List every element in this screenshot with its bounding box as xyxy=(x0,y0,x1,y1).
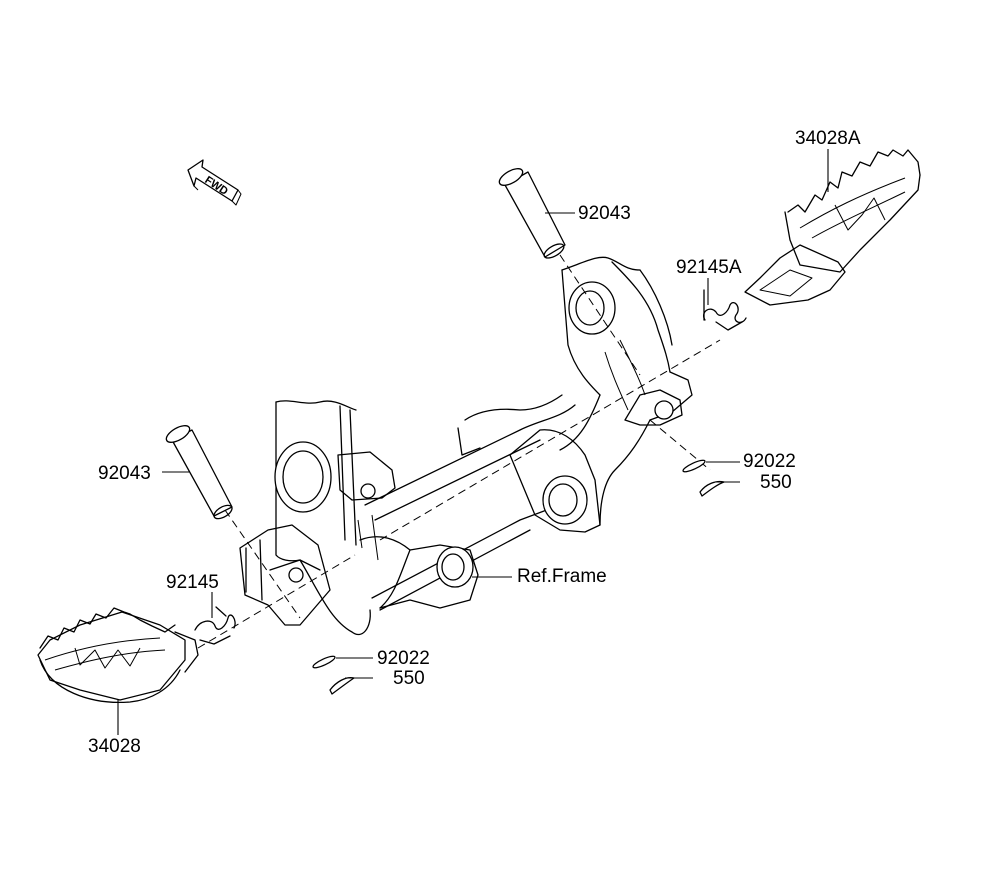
pin-lower xyxy=(165,425,233,520)
callout-92043-lower: 92043 xyxy=(98,463,151,484)
callout-92145A: 92145A xyxy=(676,257,742,278)
washer-right xyxy=(682,459,706,473)
leader-lines xyxy=(117,149,829,735)
spring-left xyxy=(194,606,236,645)
callout-34028: 34028 xyxy=(88,736,141,757)
washer-left xyxy=(312,655,336,669)
fwd-arrow-icon: FWD xyxy=(187,159,242,206)
cotter-pin-right xyxy=(699,480,725,497)
callout-550-right: 550 xyxy=(760,472,792,493)
pin-upper xyxy=(498,168,566,259)
footpeg-left xyxy=(37,607,199,704)
frame-bosses xyxy=(274,281,674,588)
spring-right xyxy=(703,289,747,331)
callout-92022-left: 92022 xyxy=(377,648,430,669)
callout-ref-frame: Ref.Frame xyxy=(517,566,607,587)
cotter-pin-left xyxy=(329,676,355,695)
footpeg-right xyxy=(744,149,921,306)
callout-92022-right: 92022 xyxy=(743,451,796,472)
callout-34028A: 34028A xyxy=(795,128,861,149)
callout-550-left: 550 xyxy=(393,668,425,689)
callout-92145: 92145 xyxy=(166,572,219,593)
callout-labels: 34028A 92043 92145A 92022 550 92043 Ref.… xyxy=(88,128,861,757)
callout-92043-upper: 92043 xyxy=(578,203,631,224)
